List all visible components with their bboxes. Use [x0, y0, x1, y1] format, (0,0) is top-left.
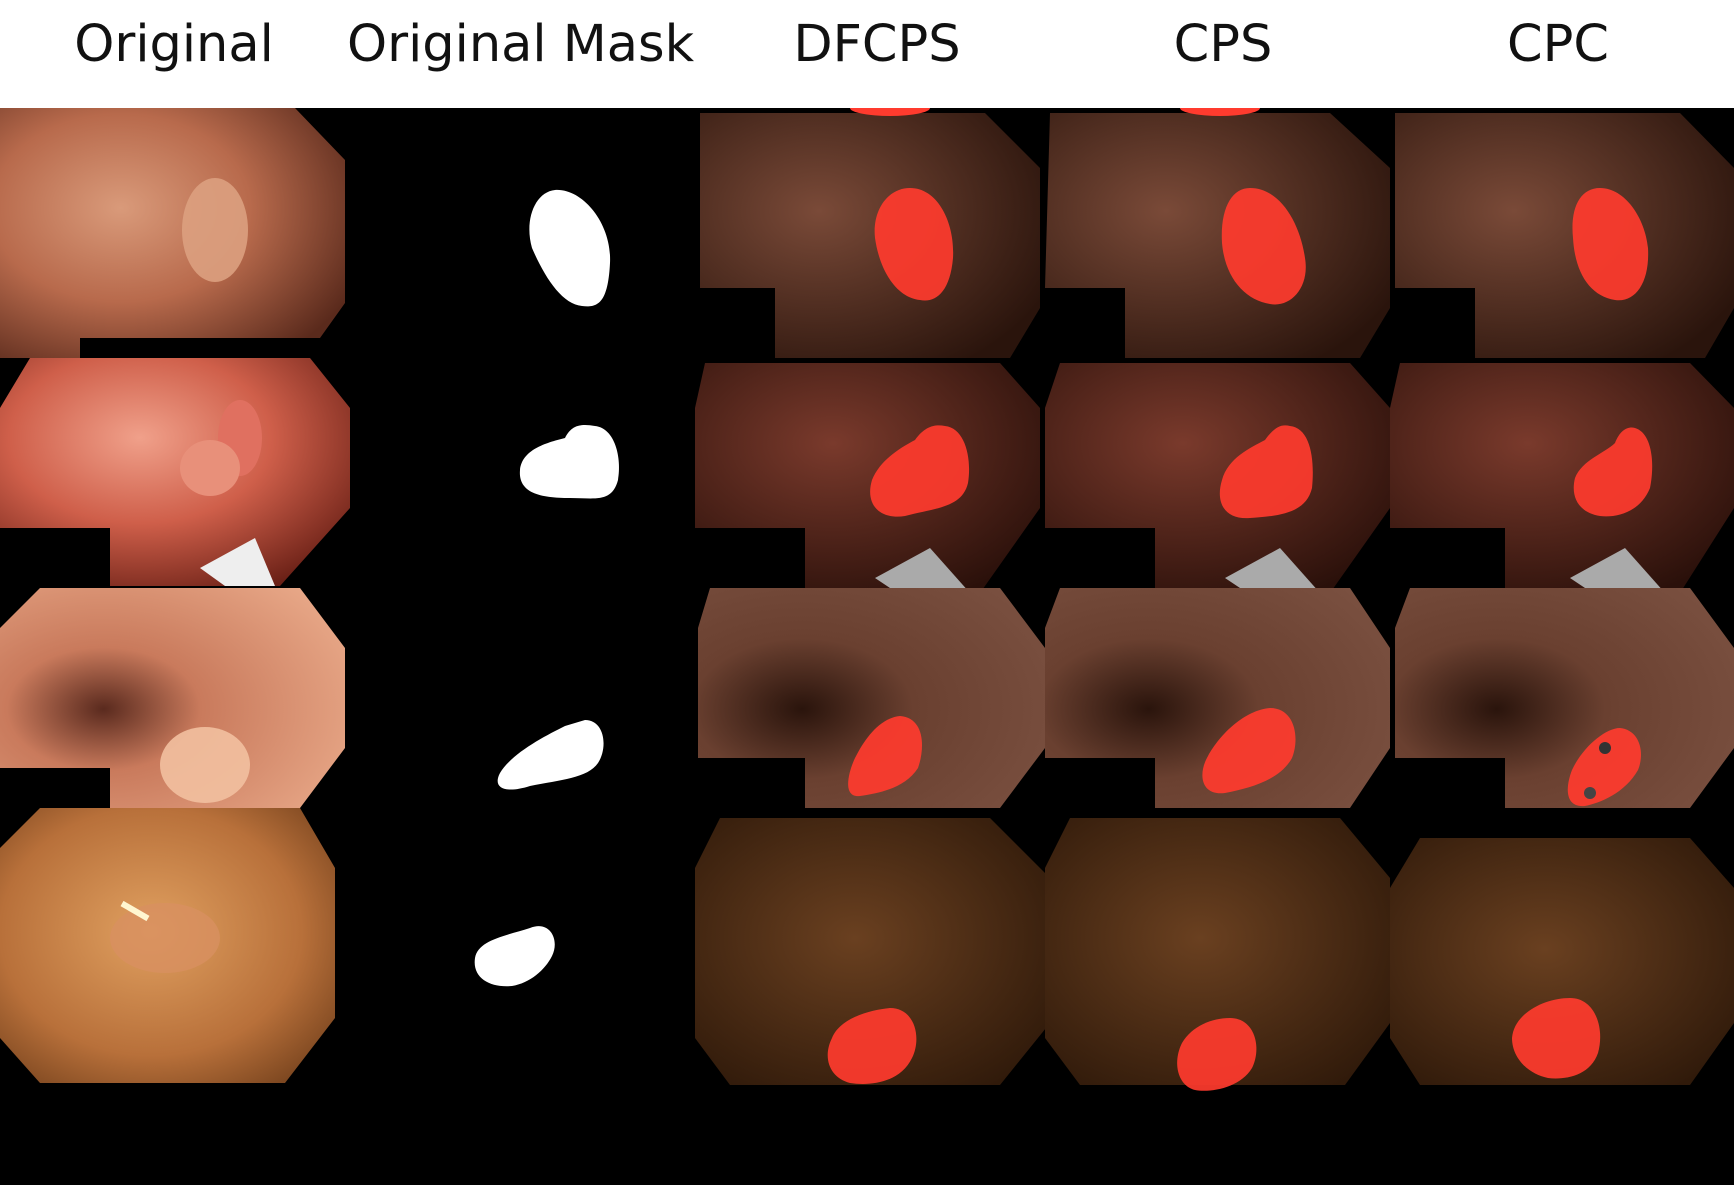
mask-1 — [529, 189, 611, 307]
dfcps-image-3 — [698, 588, 1045, 808]
original-image-1 — [0, 108, 345, 358]
mask-4 — [474, 926, 555, 987]
column-title-original: Original — [74, 15, 274, 74]
cps-overlay-2 — [1219, 425, 1313, 519]
cpc-overlay-4 — [1512, 998, 1601, 1079]
cps-overlay-3 — [1202, 708, 1296, 794]
dfcps-image-1 — [700, 108, 1040, 358]
cpc-overlay-2 — [1573, 427, 1653, 517]
cps-image-2 — [1045, 363, 1390, 598]
column-title-cps: CPS — [1173, 15, 1273, 74]
dfcps-overlay-3 — [848, 716, 923, 797]
cpc-image-4 — [1390, 838, 1734, 1085]
dfcps-overlay-1 — [874, 188, 954, 301]
original-image-4 — [0, 808, 335, 1083]
dfcps-overlay-2 — [870, 425, 970, 517]
dfcps-image-4 — [695, 818, 1050, 1085]
cps-overlay-1 — [1221, 188, 1306, 305]
column-title-dfcps: DFCPS — [793, 15, 961, 74]
cpc-image-3 — [1395, 588, 1734, 808]
column-title-cpc: CPC — [1507, 15, 1609, 74]
cps-overlay-4 — [1177, 1018, 1257, 1091]
column-title-mask: Original Mask — [347, 15, 695, 74]
cps-image-3 — [1045, 588, 1390, 808]
cpc-overlay-3 — [1567, 728, 1641, 807]
dfcps-image-2 — [695, 363, 1040, 598]
original-image-3 — [0, 588, 345, 808]
comparison-panels — [0, 108, 1734, 1091]
cps-image-4 — [1045, 818, 1390, 1085]
original-image-2 — [0, 358, 350, 586]
figure-header: Original Original Mask DFCPS CPS CPC — [0, 0, 1734, 108]
cpc-image-1 — [1395, 113, 1734, 358]
dfcps-overlay-4 — [827, 1008, 917, 1084]
mask-2 — [519, 425, 620, 499]
cpc-image-2 — [1390, 363, 1734, 598]
cpc-overlay-1 — [1572, 188, 1649, 301]
image-grid — [0, 108, 1734, 1185]
cps-image-1 — [1045, 108, 1390, 358]
mask-3 — [497, 720, 604, 790]
